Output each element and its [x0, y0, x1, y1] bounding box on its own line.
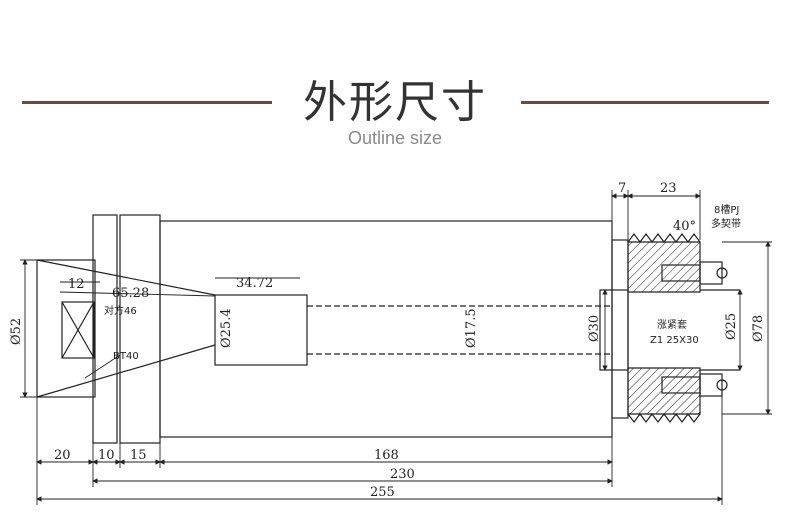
- dim-20: 20: [54, 448, 71, 463]
- drive-square: [61, 301, 95, 359]
- dim-10: 10: [98, 448, 115, 463]
- sleeve-label-1: 涨紧套: [657, 318, 687, 331]
- page-title: 外形尺寸: [303, 77, 487, 128]
- dim-phi78: Ø78: [751, 315, 766, 342]
- belt-grooves-bottom: [627, 413, 701, 423]
- taper-shank: [36, 259, 96, 398]
- dim-angle: 40°: [673, 219, 696, 234]
- taper-line-bottom: [36, 344, 216, 398]
- dim-230: 230: [390, 467, 415, 482]
- belt-label-2: 多契带: [711, 217, 741, 230]
- taper-line-top: [36, 259, 216, 296]
- flange-disc-2: [119, 214, 161, 444]
- dim-phi17-5: Ø17.5: [464, 308, 479, 348]
- pulley-section-bottom: [627, 367, 701, 415]
- dim-7: 7: [618, 181, 626, 196]
- dim-phi30: Ø30: [587, 315, 602, 342]
- pulley-section-top: [627, 241, 701, 293]
- belt-label-1: 8槽PJ: [714, 203, 739, 216]
- dim-255: 255: [370, 485, 395, 500]
- header-divider-left: [22, 101, 272, 104]
- dim-65-28: 65.28: [112, 286, 149, 301]
- dim-12: 12: [68, 277, 85, 292]
- dim-23: 23: [660, 181, 677, 196]
- page-subtitle: Outline size: [347, 128, 443, 148]
- dim-34-72: 34.72: [236, 276, 273, 291]
- clamp-screw-top: [716, 267, 728, 279]
- belt-grooves-top: [627, 233, 701, 243]
- dim-15: 15: [130, 448, 147, 463]
- sleeve-label-2: Z1 25X30: [650, 335, 699, 346]
- dim-phi25-4: Ø25.4: [219, 308, 234, 348]
- flange-disc-1: [92, 214, 118, 444]
- dim-phi25: Ø25: [724, 313, 739, 340]
- flat-label: 对方46: [104, 304, 137, 317]
- dim-phi52: Ø52: [9, 318, 24, 345]
- bore-step: [214, 294, 308, 366]
- taper-label: BT40: [113, 351, 139, 362]
- pulley-hub: [611, 239, 629, 419]
- clamp-screw-bottom: [716, 379, 728, 391]
- header-divider-right: [521, 101, 769, 104]
- dim-168: 168: [374, 448, 399, 463]
